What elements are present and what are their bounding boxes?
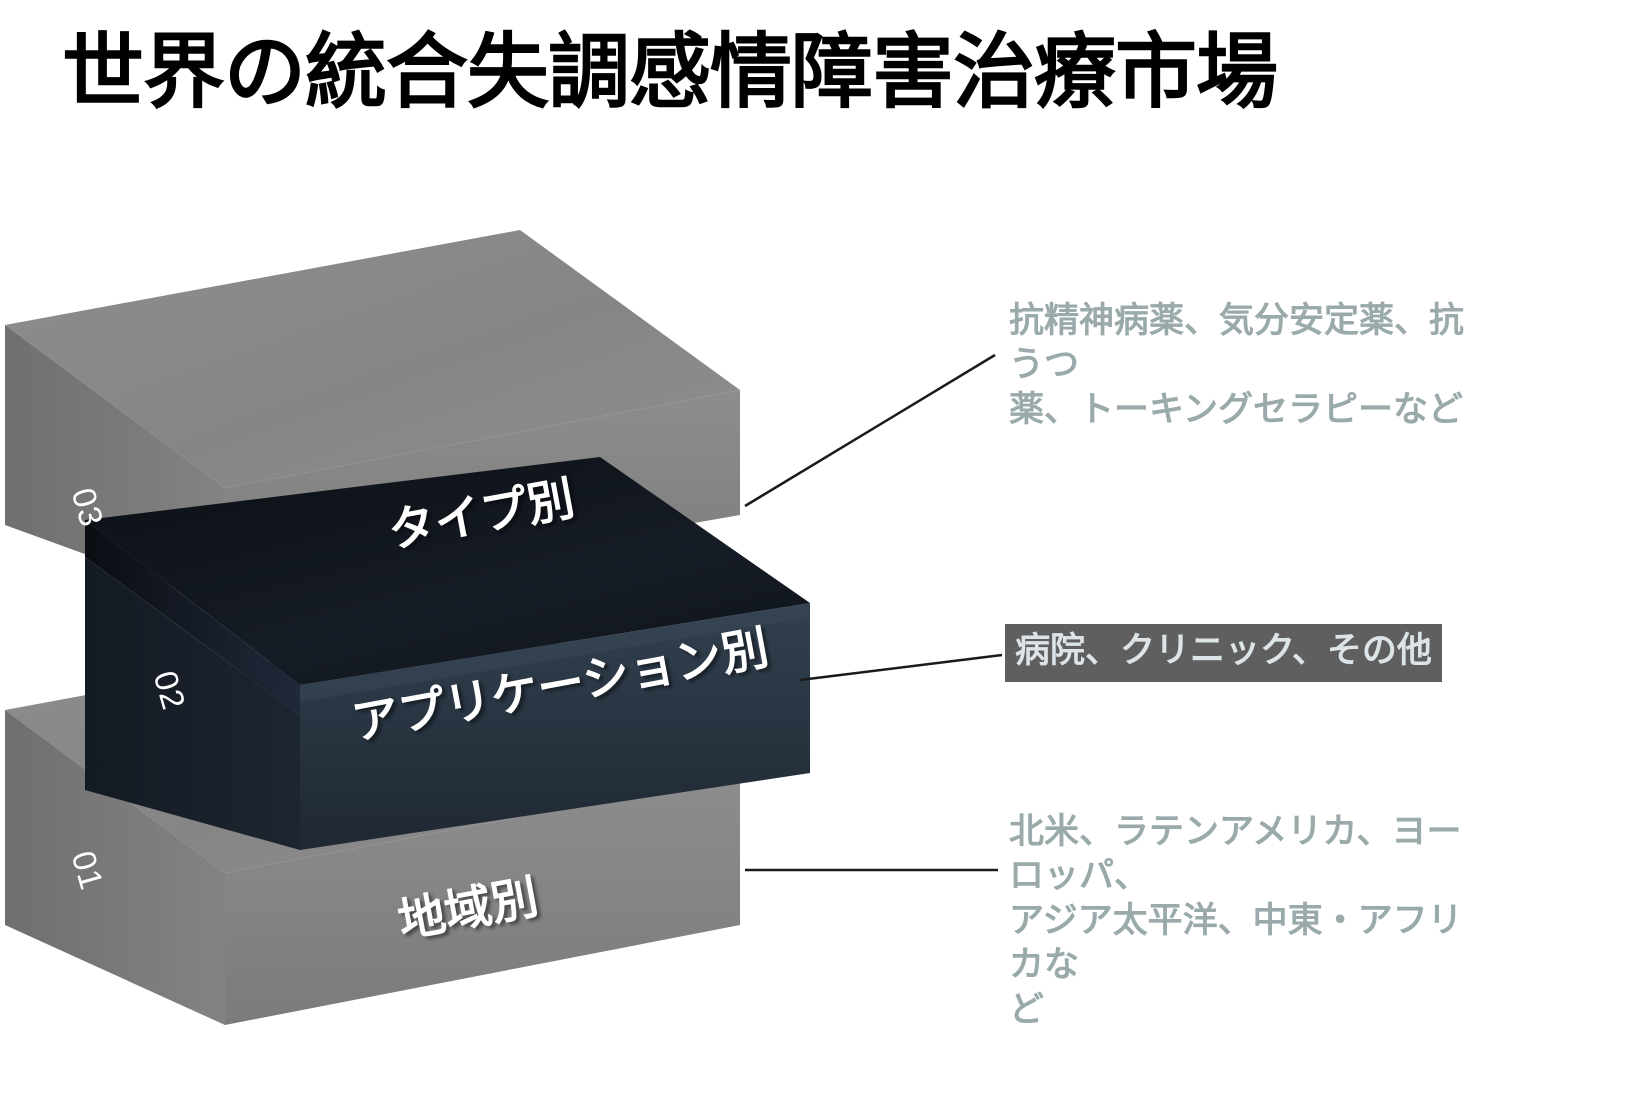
annotation-type: 抗精神病薬、気分安定薬、抗うつ 薬、トーキングセラピーなど: [1009, 301, 1465, 429]
segment-box-02-front-highlight: [300, 603, 810, 702]
segmentation-stack-graphic: タイプ別 アプリケーション別 地域別 03 02 01: [0, 225, 840, 1035]
segment-box-02-bevel: [85, 520, 300, 715]
annotation-application-highlighted: 病院、クリニック、その他: [1005, 624, 1442, 682]
segment-box-02-top-face: [85, 457, 810, 685]
segment-box-01-left-face: [5, 710, 225, 1025]
segment-box-03-top-face: [5, 230, 740, 488]
stack-3d-svg: [5, 230, 810, 1025]
page-title: 世界の統合失調感情障害治療市場: [62, 27, 1278, 118]
annotation-region: 北米、ラテンアメリカ、ヨーロッパ、 アジア太平洋、中東・アフリカな ど: [1009, 812, 1463, 1029]
segment-box-02[interactable]: [85, 457, 810, 850]
segment-box-02-left-face: [85, 557, 300, 850]
segment-box-01-front-face: [225, 775, 740, 1025]
